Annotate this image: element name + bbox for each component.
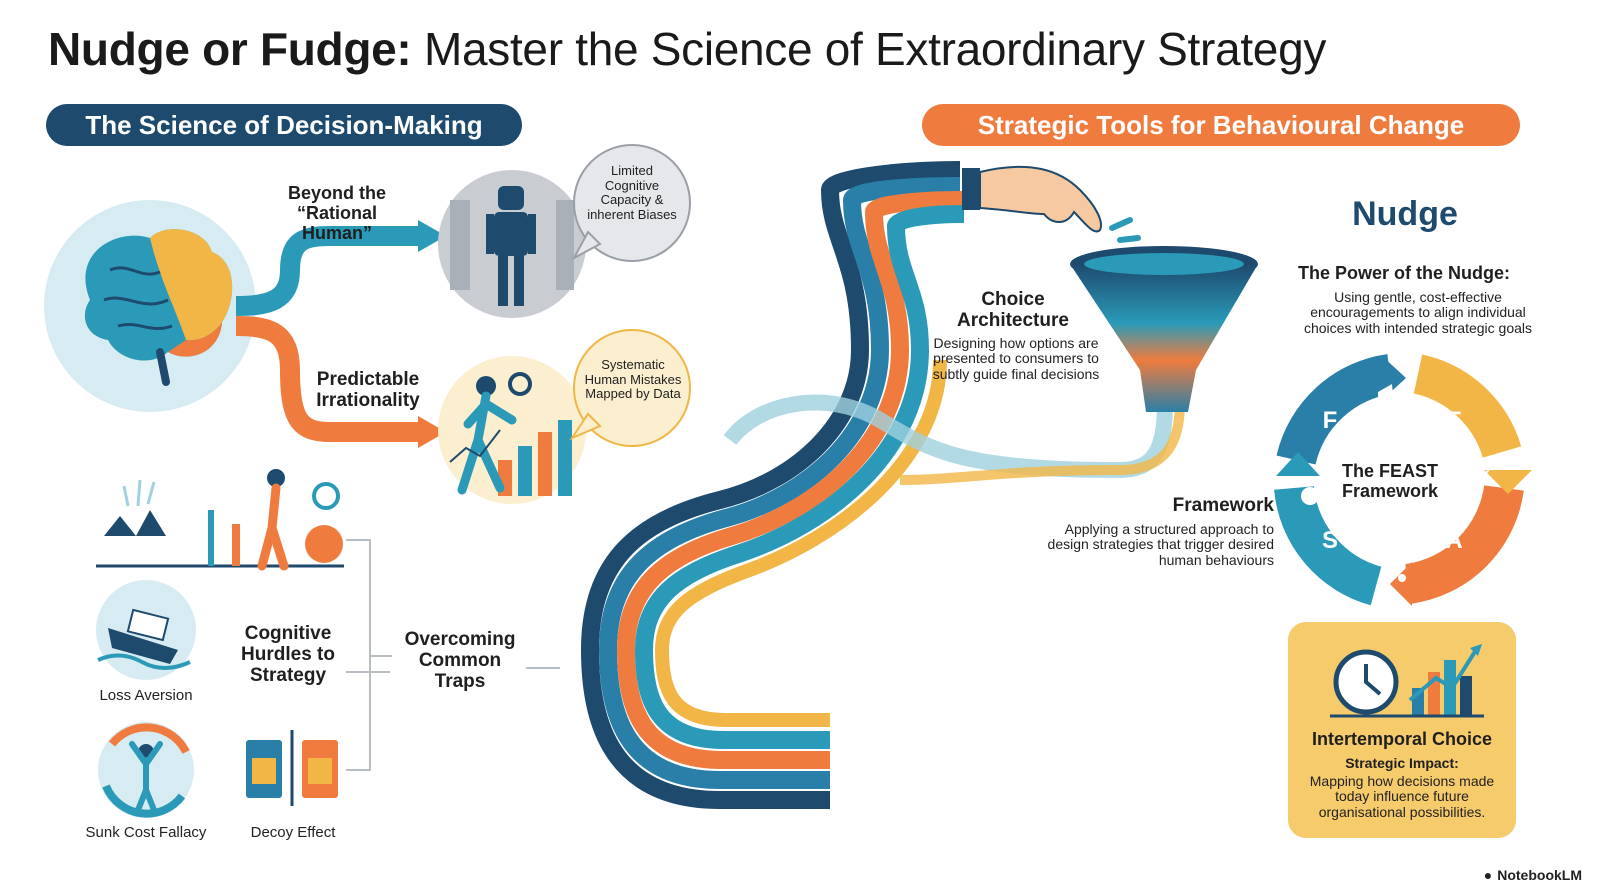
irrational-bubble [569, 329, 691, 447]
irrational-arrow [235, 316, 446, 448]
feast-letter-f: F [1322, 407, 1338, 434]
loss-aversion-label: Loss Aversion [99, 687, 193, 704]
traps-label: Overcoming Common Traps [404, 629, 516, 692]
nudge-power-title: The Power of the Nudge: [1297, 263, 1510, 283]
framework-desc: Applying a structured approach to design… [1047, 521, 1274, 568]
feast-letter-e: E [1445, 407, 1462, 434]
sinking-ship-icon [96, 580, 196, 680]
rational-bubble [571, 144, 691, 262]
feast-letter-a: A [1445, 527, 1463, 554]
sunk-cost-label: Sunk Cost Fallacy [85, 824, 207, 841]
nudge-title: Nudge [1352, 195, 1458, 233]
irrational-bubble-text: Systematic Human Mistakes Mapped by Data [584, 357, 682, 402]
right-section-header: Strategic Tools for Behavioural Change [922, 104, 1520, 146]
hurdles-label: Cognitive Hurdles to Strategy [241, 623, 335, 686]
feast-letter-s: S [1321, 527, 1338, 554]
intertemporal-title: Intertemporal Choice [1311, 729, 1493, 749]
title-bold: Nudge or Fudge: [48, 23, 412, 75]
rational-label: Beyond the “Rational Human” [287, 183, 386, 243]
rational-arrow [235, 220, 446, 316]
decoy-label: Decoy Effect [250, 824, 336, 841]
irrational-label: Predictable Irrationality [316, 369, 420, 411]
left-section-header: The Science of Decision-Making [46, 104, 522, 146]
nudge-power-desc: Using gentle, cost-effective encourageme… [1303, 289, 1533, 336]
notebooklm-logo-icon: ● [1483, 867, 1493, 883]
choice-desc: Designing how options are presented to c… [932, 335, 1100, 382]
brand-footer: ● NotebookLM [1484, 867, 1582, 883]
title-rest: Master the Science of Extraordinary Stra… [423, 23, 1327, 75]
brain-icon [44, 200, 256, 412]
data-walker-icon [438, 356, 586, 504]
hurdle-bracket [346, 539, 392, 771]
decoy-boxes-icon [246, 730, 338, 806]
hurdle-scene-icon [96, 469, 344, 571]
brand-label: NotebookLM [1497, 867, 1582, 883]
intertemporal-card [1288, 622, 1516, 838]
choice-title: Choice Architecture [957, 289, 1069, 331]
flow-ribbon [580, 161, 1185, 809]
intertemporal-impact-title: Strategic Impact: [1345, 755, 1459, 771]
rational-bubble-text: Limited Cognitive Capacity & inherent Bi… [587, 163, 677, 222]
intertemporal-impact-desc: Mapping how decisions made today influen… [1309, 773, 1495, 820]
framework-title: Framework [1172, 495, 1274, 516]
funnel-icon [1070, 246, 1258, 412]
robot-icon [438, 170, 586, 318]
feast-center-label: The FEAST Framework [1341, 461, 1439, 501]
page-title: Nudge or Fudge: Master the Science of Ex… [48, 22, 1326, 76]
sunk-cost-icon [98, 722, 194, 818]
feast-cycle [1274, 354, 1532, 606]
